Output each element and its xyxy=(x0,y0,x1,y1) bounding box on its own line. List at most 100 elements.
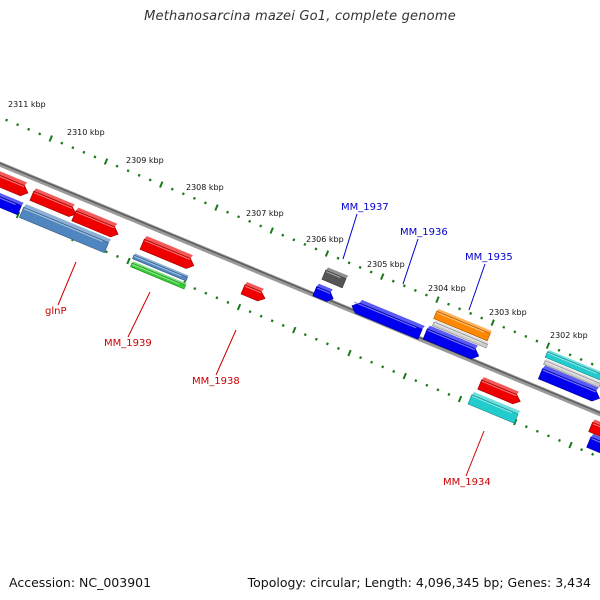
feature-orange-mm1935-body xyxy=(433,310,491,342)
feature-blue-c[interactable] xyxy=(422,325,482,361)
outer-track-minor-tick xyxy=(402,284,406,288)
inner-track-minor-tick xyxy=(204,291,208,295)
feature-steelblue-glnp[interactable] xyxy=(19,204,112,254)
feature-blue-edge[interactable] xyxy=(586,433,600,455)
feature-lightgray-mm1935[interactable] xyxy=(432,320,489,349)
feature-steelblue-mm1939[interactable] xyxy=(132,253,189,282)
outer-track-minor-tick xyxy=(557,348,561,352)
feature-blue-right[interactable] xyxy=(537,365,600,403)
feature-red-mm1934[interactable] xyxy=(477,377,524,406)
feature-red-d[interactable] xyxy=(139,236,197,271)
feature-steelblue-mm1939-highlight xyxy=(134,256,182,277)
feature-steelblue-glnp-body xyxy=(19,206,109,254)
kbp-label: 2304 kbp xyxy=(428,284,466,293)
gene-label-mm1937[interactable]: MM_1937 xyxy=(341,202,389,213)
feature-blue-small[interactable] xyxy=(312,283,337,303)
gene-label-mm1935[interactable]: MM_1935 xyxy=(465,252,513,263)
inner-track-major-tick xyxy=(568,441,573,449)
leader-line-mm1938 xyxy=(215,329,237,376)
feature-blue-edge-highlight xyxy=(591,438,600,445)
feature-green-mm1939[interactable] xyxy=(130,261,187,290)
accession-text: Accession: NC_003901 xyxy=(9,575,152,590)
feature-lightgray-right-highlight xyxy=(545,361,595,383)
outer-track-minor-tick xyxy=(292,238,296,242)
outer-track-minor-tick xyxy=(369,270,373,274)
inner-track-minor-tick xyxy=(248,310,252,314)
outer-track-minor-tick xyxy=(181,192,185,196)
feature-red-mm1934-highlight xyxy=(481,380,517,397)
inner-track-minor-tick xyxy=(580,448,584,452)
kbp-label: 2303 kbp xyxy=(489,308,527,317)
feature-blue-mm1936[interactable] xyxy=(350,297,425,340)
outer-track-major-tick xyxy=(214,204,219,211)
inner-track-minor-tick xyxy=(370,360,374,364)
feature-blue-c-body xyxy=(422,328,480,360)
outer-track-minor-tick xyxy=(579,357,583,362)
genome-backbone xyxy=(0,161,600,417)
feature-red-edge-top-face xyxy=(592,419,600,427)
gene-label-mm1936[interactable]: MM_1936 xyxy=(400,227,448,238)
feature-red-c-body xyxy=(71,210,119,238)
gene-label-mm1938[interactable]: MM_1938 xyxy=(192,376,240,387)
outer-track-minor-tick xyxy=(447,302,451,306)
feature-red-b-top-face xyxy=(33,188,75,208)
inner-track-minor-tick xyxy=(524,425,528,429)
feature-red-a-top-face xyxy=(0,164,28,186)
outer-track-minor-tick xyxy=(502,325,506,329)
gene-label-mm1934[interactable]: MM_1934 xyxy=(443,477,491,488)
feature-blue-mm1936-highlight xyxy=(354,301,417,329)
gene-label-mm1939[interactable]: MM_1939 xyxy=(104,338,152,349)
feature-orange-mm1935-top-face xyxy=(436,308,493,334)
feature-lightgray-mm1935-top-face xyxy=(433,320,489,345)
outer-track-major-tick xyxy=(435,296,440,303)
outer-track-minor-tick xyxy=(16,123,20,127)
feature-red-edge[interactable] xyxy=(588,419,600,438)
feature-red-d-top-face xyxy=(144,236,193,259)
feature-blue-a-highlight xyxy=(0,192,16,205)
feature-cyan-right-body xyxy=(544,351,600,381)
feature-red-a[interactable] xyxy=(0,164,32,198)
feature-cyan-right[interactable] xyxy=(544,350,600,381)
feature-cyan-right-top-face xyxy=(547,350,600,375)
inner-track-major-tick xyxy=(347,349,352,357)
outer-track-minor-tick xyxy=(480,316,484,320)
outer-track-minor-tick xyxy=(203,201,207,205)
feature-red-mm1934-top-face xyxy=(481,377,520,395)
inner-track-minor-tick xyxy=(535,429,539,433)
feature-red-mm1938[interactable] xyxy=(240,281,268,304)
outer-track-minor-tick xyxy=(237,215,241,219)
outer-track-minor-tick xyxy=(524,334,528,338)
feature-track xyxy=(0,164,600,455)
outer-track-minor-tick xyxy=(469,311,473,315)
kbp-label: 2308 kbp xyxy=(186,183,224,192)
gene-label-group: MM_1937 MM_1936 MM_1935 glnP MM_1939 MM_… xyxy=(45,202,513,488)
inner-track-major-tick xyxy=(236,303,242,311)
outer-track-major-tick xyxy=(103,158,109,165)
inner-track-minor-tick xyxy=(270,319,274,323)
inner-track-minor-tick xyxy=(303,333,307,337)
kbp-label: 2310 kbp xyxy=(67,128,105,137)
feature-red-c[interactable] xyxy=(71,207,122,239)
outer-track-major-tick xyxy=(380,273,385,280)
gene-label-glnp[interactable]: glnP xyxy=(45,306,67,317)
feature-cyan-mm1934[interactable] xyxy=(467,391,521,424)
feature-blue-small-body xyxy=(312,286,334,302)
inner-track-minor-tick xyxy=(436,388,440,392)
feature-red-b[interactable] xyxy=(29,188,80,219)
feature-blue-mm1936-body xyxy=(351,302,423,340)
feature-gray-mm1937[interactable] xyxy=(321,267,349,289)
feature-red-b-body xyxy=(29,190,77,217)
outer-track-minor-tick xyxy=(535,339,539,343)
kbp-label: 2306 kbp xyxy=(306,235,344,244)
kbp-label: 2302 kbp xyxy=(550,331,588,340)
feature-orange-mm1935[interactable] xyxy=(433,308,493,342)
feature-red-d-highlight xyxy=(144,240,191,260)
outer-track-minor-tick xyxy=(126,169,130,173)
outer-track-minor-tick xyxy=(347,261,351,265)
feature-blue-right-highlight xyxy=(542,369,596,393)
feature-lightgray-right-top-face xyxy=(545,359,600,384)
feature-lightgray-right[interactable] xyxy=(543,359,600,388)
feature-blue-a[interactable] xyxy=(0,188,24,216)
feature-red-a-highlight xyxy=(0,168,25,188)
